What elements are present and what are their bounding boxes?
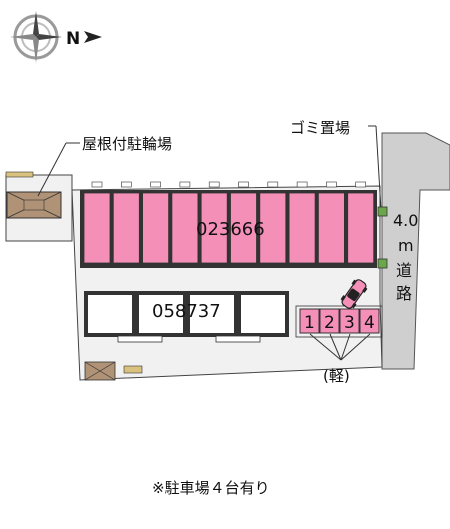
compass-needle-diag: [20, 21, 36, 37]
compass-needle-diag3: [36, 21, 52, 37]
parking-leader-line: [329, 333, 342, 361]
parking-space: [359, 308, 380, 334]
leader-line-bicycle: [37, 142, 67, 197]
compass-needle-up: [33, 11, 39, 37]
road-word-1: 道: [396, 261, 412, 280]
parking-leader-line: [340, 333, 371, 361]
parking-space: [319, 308, 340, 334]
compass-arrow-icon: [84, 31, 102, 43]
parking-space-number: 1: [304, 313, 315, 333]
unit-south: [84, 291, 136, 337]
building-north: [80, 181, 377, 268]
road: [381, 132, 450, 370]
footer-note: ※駐車場４台有り: [152, 479, 270, 497]
unit-north: [142, 192, 170, 264]
kei-label: (軽): [323, 367, 350, 385]
parking-space-number: 2: [324, 313, 335, 333]
road-word-2: 路: [396, 284, 412, 303]
car-icon: [340, 279, 368, 309]
unit-north: [259, 192, 287, 264]
bicycle-rack: [5, 171, 34, 178]
unit-north-meter: [296, 181, 308, 188]
compass-north-letter: N: [66, 29, 80, 49]
building-south: [84, 291, 289, 343]
compass: N: [10, 11, 102, 63]
unit-north: [171, 192, 199, 264]
parking-space: [339, 308, 360, 334]
compass-needle-diag4: [20, 37, 36, 53]
unit-north: [112, 192, 140, 264]
parking-space-number: 4: [364, 313, 375, 333]
unit-north: [288, 192, 316, 264]
unit-north-meter: [179, 181, 191, 188]
bicycle-parking-label: 屋根付駐輪場: [82, 135, 172, 153]
unit-north: [230, 192, 257, 264]
parking-leader-line: [340, 333, 351, 361]
unit-south-entrance: [215, 335, 261, 343]
garbage-bin-2: [377, 258, 388, 269]
compass-needle-diag2: [36, 37, 52, 53]
unit-north: [83, 192, 111, 264]
unit-north-meter: [150, 181, 161, 188]
garbage-bin: [377, 206, 388, 217]
unit-south: [237, 291, 289, 337]
building-north-id: 023666: [196, 219, 265, 240]
unit-north-meter: [326, 181, 337, 188]
unit-north-meter: [91, 181, 103, 188]
road-unit: m: [398, 236, 414, 255]
unit-south: [135, 291, 187, 337]
unit-north-meter: [267, 181, 279, 188]
unit-south-entrance: [117, 335, 163, 343]
parking-space: [299, 308, 320, 334]
garbage-label: ゴミ置場: [290, 119, 350, 137]
planter-rack: [123, 365, 143, 374]
unit-north-meter: [355, 181, 367, 188]
compass-needle-right: [36, 34, 62, 40]
compass-needle-left: [10, 34, 36, 40]
unit-north: [200, 192, 228, 264]
unit-north-meter: [208, 181, 220, 188]
road-width: 4.0: [393, 211, 418, 230]
compass-needle-down: [33, 37, 39, 63]
unit-north-meter: [121, 181, 132, 188]
parking-leader-line: [309, 333, 342, 361]
unit-north-meter: [238, 181, 249, 188]
building-south-id: 058737: [152, 301, 221, 322]
parking-outline: [295, 305, 383, 338]
parking-space-number: 3: [344, 313, 355, 333]
unit-north: [317, 192, 345, 264]
unit-north: [347, 192, 375, 264]
unit-south: [186, 291, 238, 337]
